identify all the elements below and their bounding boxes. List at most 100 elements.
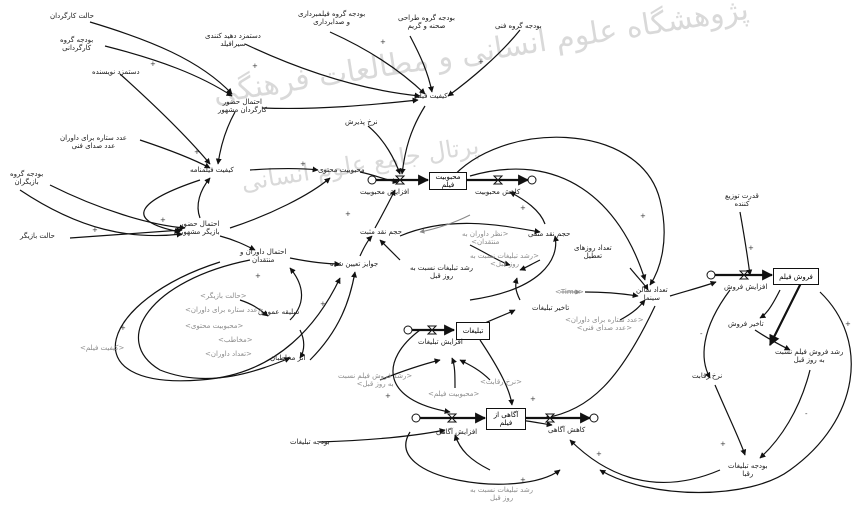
var-sales-increase: افزایش فروش (724, 283, 768, 291)
link-similar-to-script (139, 139, 211, 169)
var-screening-days: تعداد روزهای تعطیل (574, 244, 612, 260)
shadow-sales-prev: <رشد فروش فیلم نسبت به روز قبل> (338, 372, 413, 388)
valve-ads-in (426, 325, 438, 335)
polarity-sign: + (194, 148, 200, 156)
shadow-sim-count: <عدد ستاره برای داوران> (185, 306, 264, 314)
var-audience-taste: سلیقه عمومی (258, 308, 300, 316)
var-competitor-budget: بودجه تبلیغات رقبا (728, 462, 768, 478)
shadow-popularity: <محبوبیت فیلم> (428, 390, 480, 398)
valve-awareness-in (446, 413, 458, 423)
polarity-sign: + (160, 216, 166, 224)
link-star-to-critics (219, 235, 256, 251)
var-sales-rate: قدرت توزیع کننده (725, 192, 759, 208)
cloud-ads-source (403, 325, 413, 335)
cloud-popularity-source (367, 175, 377, 185)
valve-popularity-in (394, 175, 406, 185)
link-ads-to-awareness (479, 339, 515, 406)
link-budgetdir2-to-star (19, 189, 183, 238)
link-competitor-to-awards (309, 271, 358, 361)
var-review-volume-neg: حجم نقد منفی (528, 230, 571, 238)
link-negvol-loop (469, 235, 560, 301)
link-director-to-famous (89, 21, 233, 95)
shadow-film-quality: <کیفیت فیلم> (80, 344, 125, 352)
link-other-to-quality (447, 29, 521, 97)
valve-popularity-out (492, 175, 504, 185)
shadow-critic-review: <نظر داوران به منتقدان> (462, 230, 509, 246)
stock-awareness: آگاهی از فیلم (486, 408, 526, 430)
link-writer-to-script (119, 73, 211, 165)
link-ads-loop (392, 329, 451, 415)
polarity-sign: + (385, 392, 391, 400)
link-popsh-to-adinc (451, 357, 457, 389)
link-sound-to-cinema (619, 299, 646, 321)
link-salesprev-to-adinc (379, 358, 441, 381)
link-adbudget-to-awareinc (319, 428, 446, 443)
link-adoption-to-increase (367, 125, 402, 175)
link-adgrowth-to-awareinc (453, 434, 491, 471)
link-critics-to-awards (289, 257, 341, 267)
polarity-sign: + (520, 204, 526, 212)
cloud-awareness-source (411, 413, 421, 423)
link-script-to-star (143, 179, 201, 234)
link-competition-to-adinc (459, 359, 491, 381)
link-competition-to-compbudget (714, 384, 747, 456)
link-reviewrate-to-pos (379, 239, 401, 261)
cloud-awareness-sink (589, 413, 599, 423)
link-quality-to-increase (399, 105, 426, 175)
shadow-time: <Time> (555, 288, 584, 296)
var-script-quality: کیفیت فیلمنامه (190, 166, 234, 174)
polarity-sign: - (805, 410, 808, 418)
polarity-sign: + (478, 58, 484, 66)
polarity-sign: + (120, 324, 126, 332)
polarity-sign: + (530, 395, 536, 403)
valve-awareness-out (544, 413, 556, 423)
link-posvol-to-increase (374, 189, 396, 229)
var-director-famous: احتمال حضور کارگردان مشهور (218, 98, 267, 114)
link-adgrowth-to-rate (519, 259, 541, 271)
var-budget-group-actors: بودجه گروه بازیگران (10, 170, 44, 186)
polarity-sign: + (150, 60, 156, 68)
shadow-critic: <تعداد داوران> (205, 350, 252, 358)
link-awards-to-posvol (359, 235, 373, 257)
link-popularity-big-loop (449, 136, 665, 286)
polarity-sign: + (300, 160, 306, 168)
var-star-actor: احتمال حضور بازیگر مشهور (180, 220, 220, 236)
var-awareness-increase: افزایش آگاهی (436, 428, 478, 436)
polarity-sign: + (345, 210, 351, 218)
var-ad-budget: بودجه تبلیغات (290, 438, 330, 446)
stock-movie-popularity: محبوبیت فیلم (429, 172, 467, 190)
polarity-sign: + (748, 244, 754, 252)
link-taste-to-critic (289, 267, 303, 321)
link-distributor-to-salesinc (739, 211, 753, 276)
var-popularity-volume: حجم نقد مثبت (360, 228, 402, 236)
link-cinema-to-awareness (544, 305, 656, 421)
flow-sales-out (769, 274, 806, 346)
cloud-popularity-sink (527, 175, 537, 185)
link-popularity-to-cinema (469, 168, 647, 281)
polarity-sign: + (92, 226, 98, 234)
link-critop-to-rate (469, 244, 511, 267)
var-popularity-increase: افزایش محبوبیت (360, 188, 410, 196)
var-critic-reviews: احتمال داوران و منتقدان (240, 248, 287, 264)
link-star-to-content (229, 177, 331, 229)
link-star-to-script (197, 177, 211, 219)
link-screening-to-cinema (629, 267, 649, 291)
var-competitor-effect: اثر مخاطبان (270, 354, 306, 362)
polarity-sign: + (380, 38, 386, 46)
link-negvol-to-decrease (509, 191, 546, 225)
var-ads-similar: عدد ستاره برای داوران عدد صدای فنی (60, 134, 127, 150)
var-ad-delay: تاخیر تبلیغات (532, 304, 570, 312)
link-sales-big-loop (599, 291, 852, 493)
link-sales-to-delay (759, 289, 781, 319)
var-cinema-scenes: تعداد سالن سینما (636, 286, 668, 302)
link-budgetdir-to-famous (104, 45, 233, 97)
var-sales-growth: رشد فروش فیلم نسبت به روز قبل (775, 348, 844, 364)
link-salesinc-to-competition (703, 289, 731, 379)
link-famous-to-quality (261, 97, 419, 110)
polarity-sign: + (640, 212, 646, 220)
polarity-sign: + (255, 272, 261, 280)
var-film-quality: کیفیت فیلم (415, 92, 448, 100)
link-outer-left-loop (114, 261, 341, 382)
link-script-to-content (249, 166, 319, 173)
var-review-rate: رشد تبلیغات نسبت به روز قبل (410, 264, 474, 280)
